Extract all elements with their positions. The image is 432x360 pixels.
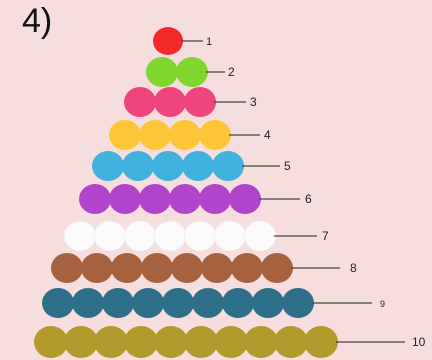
bead-row-1: 1 [153,27,212,55]
bead [199,120,231,150]
bead [42,288,74,318]
bead [183,220,217,252]
bead [72,288,104,318]
bead [109,120,141,150]
bead [252,288,284,318]
bead [201,253,233,283]
bead [213,220,247,252]
bead [102,288,134,318]
bead [231,253,263,283]
bead [152,151,184,181]
bead [111,253,143,283]
row-count-label: 10 [412,335,426,349]
row-count-label: 4 [264,128,271,142]
row-count-label: 8 [350,261,357,275]
bead [244,326,278,358]
bead-row-2: 2 [146,57,235,87]
bead-row-3: 3 [124,87,257,117]
bead [184,326,218,358]
bead [184,87,216,117]
bead-row-8: 8 [51,253,357,283]
bead [153,27,183,55]
bead [132,288,164,318]
bead [199,184,231,214]
bead [304,326,338,358]
bead [154,326,188,358]
bead [222,288,254,318]
bead [124,326,158,358]
bead [171,253,203,283]
bead-row-10: 10 [34,326,426,358]
bead [229,184,261,214]
bead-row-5: 5 [92,151,291,181]
bead [124,87,156,117]
bead-row-9: 9 [42,288,385,318]
bead [154,87,186,117]
bead [92,151,124,181]
row-count-label: 6 [305,192,312,206]
bead [34,326,68,358]
row-count-label: 3 [250,95,257,109]
bead [122,151,154,181]
bead [214,326,248,358]
bead [243,220,277,252]
bead [51,253,83,283]
bead [63,220,97,252]
bead [192,288,224,318]
bead-row-4: 4 [109,120,271,150]
bead [139,120,171,150]
bead [94,326,128,358]
bead [212,151,244,181]
bead [93,220,127,252]
bead [79,184,111,214]
bead [141,253,173,283]
bead [81,253,113,283]
bead [64,326,98,358]
bead [146,57,178,87]
bead-row-6: 6 [79,184,312,214]
row-count-label: 1 [206,36,212,48]
row-count-label: 7 [322,229,329,243]
row-count-label: 2 [228,65,235,79]
bead [123,220,157,252]
bead [182,151,214,181]
bead [162,288,194,318]
bead [261,253,293,283]
row-count-label: 9 [380,299,385,309]
bead [282,288,314,318]
bead [153,220,187,252]
bead-row-7: 7 [63,220,329,252]
bead [169,184,201,214]
bead [176,57,208,87]
bead [274,326,308,358]
problem-number: 4) [22,2,53,40]
bead [169,120,201,150]
bead [139,184,171,214]
row-count-label: 5 [284,159,291,173]
bead [109,184,141,214]
